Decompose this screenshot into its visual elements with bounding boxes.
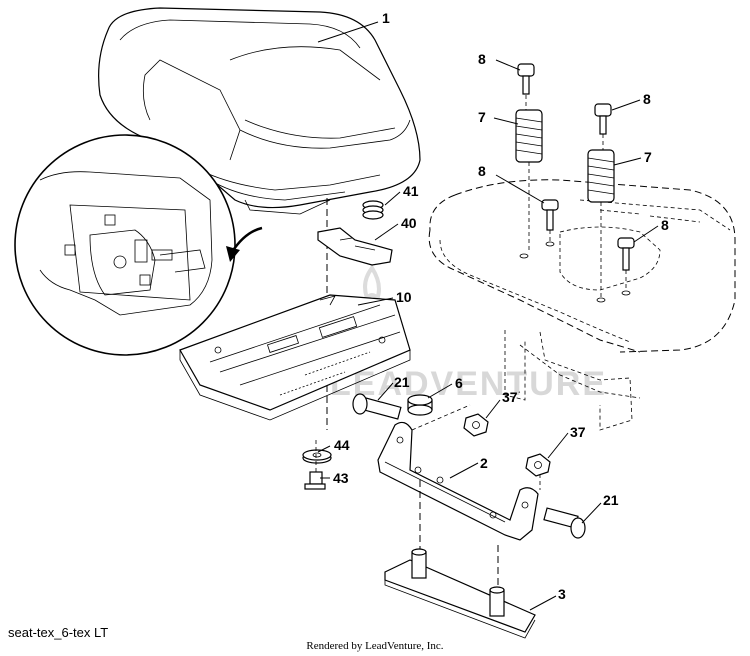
callout-1: 1 xyxy=(382,10,390,26)
seat-part xyxy=(98,7,421,215)
callout-8c: 8 xyxy=(478,163,486,179)
callout-43: 43 xyxy=(333,470,349,486)
spring-7-left-part xyxy=(515,109,543,163)
callout-21a: 21 xyxy=(394,374,410,390)
nut-37-upper-part xyxy=(463,413,489,437)
callout-44: 44 xyxy=(334,437,350,453)
detail-inset xyxy=(14,134,263,356)
mower-frame-outline xyxy=(428,179,736,431)
callout-2: 2 xyxy=(480,455,488,471)
leader-lines xyxy=(317,21,659,611)
mounting-holes xyxy=(519,241,631,303)
bolt-8-mid-left-part xyxy=(541,199,559,242)
washer-44-part xyxy=(302,449,332,464)
callout-37a: 37 xyxy=(502,389,518,405)
callout-8a: 8 xyxy=(478,51,486,67)
bolt-8-top-left-part xyxy=(517,63,535,252)
bolt-21-left-part xyxy=(352,393,402,420)
callout-6: 6 xyxy=(455,375,463,391)
watermark-text: LEADVENTURE xyxy=(330,365,607,403)
bolt-43-part xyxy=(304,440,326,490)
callout-37b: 37 xyxy=(570,424,586,440)
callout-40: 40 xyxy=(401,215,417,231)
callout-8d: 8 xyxy=(661,217,669,233)
nut-6-part xyxy=(407,394,433,416)
bolt-8-top-right-part xyxy=(594,103,612,300)
bracket-40-part xyxy=(317,227,393,266)
watermark: LEADVENTURE xyxy=(330,264,607,403)
bolt-8-mid-right-part xyxy=(617,237,635,290)
nut-37-lower-part xyxy=(525,453,551,477)
callout-7b: 7 xyxy=(644,149,652,165)
callout-8b: 8 xyxy=(643,91,651,107)
callout-3: 3 xyxy=(558,586,566,602)
plate-3-part xyxy=(384,480,536,639)
seat-pan-part xyxy=(179,294,411,421)
bracket-2-part xyxy=(377,404,541,541)
spring-7-right-part xyxy=(587,149,615,203)
callout-7a: 7 xyxy=(478,109,486,125)
callout-21b: 21 xyxy=(603,492,619,508)
rendered-by-label: Rendered by LeadVenture, Inc. xyxy=(306,640,444,652)
diagram-id-label: seat-tex_6-tex LT xyxy=(8,625,109,640)
bolt-21-right-part xyxy=(543,507,586,539)
spring-41-part xyxy=(362,200,384,220)
callout-41: 41 xyxy=(403,183,419,199)
callout-10: 10 xyxy=(396,289,412,305)
callout-labels: 1 8 7 8 7 8 8 41 40 10 21 6 37 37 2 44 4… xyxy=(333,10,669,602)
